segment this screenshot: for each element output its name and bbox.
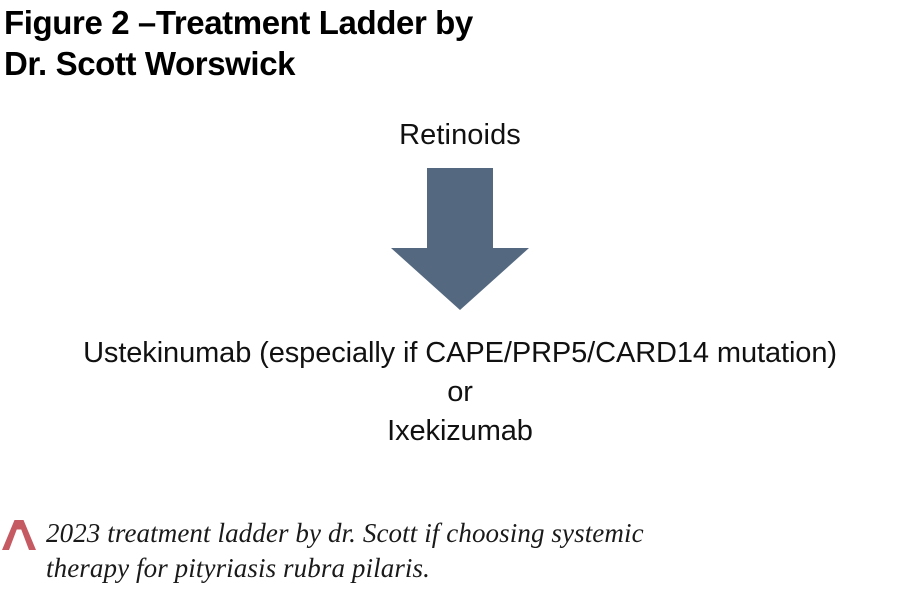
ladder-step-bottom-line-2: Ixekizumab bbox=[387, 415, 533, 447]
ladder-step-bottom: Ustekinumab (especially if CAPE/PRP5/CAR… bbox=[0, 334, 920, 451]
ladder-step-bottom-connector: or bbox=[447, 376, 473, 408]
figure-caption: 2023 treatment ladder by dr. Scott if ch… bbox=[2, 516, 902, 586]
treatment-ladder: Retinoids Ustekinumab (especially if CAP… bbox=[0, 118, 920, 451]
down-arrow-icon bbox=[391, 168, 529, 310]
figure-title: Figure 2 –Treatment Ladder by Dr. Scott … bbox=[4, 4, 473, 82]
figure-caption-text: 2023 treatment ladder by dr. Scott if ch… bbox=[46, 518, 644, 583]
ladder-step-bottom-line-1: Ustekinumab (especially if CAPE/PRP5/CAR… bbox=[83, 337, 837, 369]
chevron-up-icon bbox=[2, 516, 46, 550]
ladder-step-top: Retinoids bbox=[399, 119, 521, 151]
ladder-arrow-container bbox=[0, 168, 920, 320]
